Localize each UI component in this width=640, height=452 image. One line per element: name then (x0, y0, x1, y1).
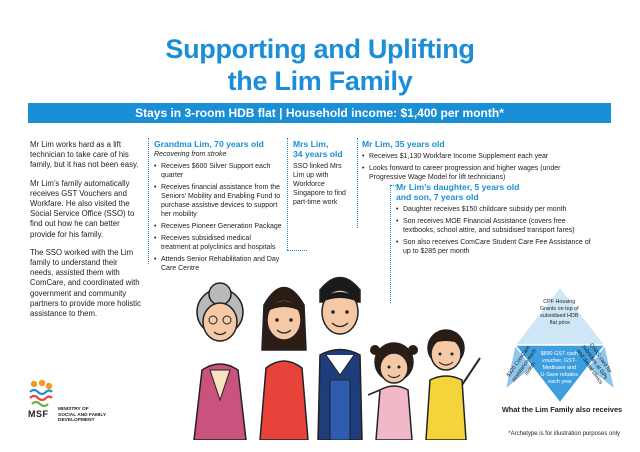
list-item: Son also receives ComCare Student Care F… (396, 238, 596, 256)
grandma-figure (193, 282, 247, 440)
intro-text: Mr Lim works hard as a lift technician t… (30, 140, 142, 327)
connector-children-top (390, 185, 398, 186)
receives-top-4: flat price (550, 320, 570, 326)
receives-top-1: CPF Housing (543, 299, 575, 305)
page-title-line2: the Lim Family (227, 66, 413, 96)
connector-children (390, 185, 391, 303)
msf-name-line3: DEVELOPMENT (58, 418, 95, 423)
intro-paragraph-2: Mr Lim’s family automatically receives G… (30, 178, 135, 239)
divider-mrs-lim (287, 138, 288, 250)
children-column: Mr Lim’s daughter, 5 years old and son, … (396, 182, 596, 259)
list-item: Daughter receives $150 childcare subsidy… (396, 205, 596, 214)
receives-bottom-5: each year (548, 379, 572, 385)
receives-bottom-3: Medisave and (542, 365, 576, 371)
msf-full-name: MINISTRY OF SOCIAL AND FAMILY DEVELOPMEN… (58, 407, 128, 424)
divider-grandma (148, 138, 149, 264)
son-figure (425, 329, 481, 440)
grandma-column: Grandma Lim, 70 years old Recovering fro… (154, 139, 282, 276)
receives-bottom-4: U-Save rebates (541, 372, 579, 378)
list-item: Receives financial assistance from the S… (154, 183, 282, 219)
msf-logo: MSF MINISTRY OF SOCIAL AND FAMILY DEVELO… (28, 378, 138, 428)
receives-top-2: Grants on top of (540, 306, 579, 312)
intro-paragraph-1: Mr Lim works hard as a lift technician t… (30, 140, 139, 170)
receives-triangle: CPF Housing Grants on top of subsidised … (503, 285, 617, 405)
receives-caption: What the Lim Family also receives (501, 405, 623, 414)
household-banner: Stays in 3-room HDB flat | Household inc… (28, 103, 611, 123)
mr-lim-heading: Mr Lim, 35 years old (362, 139, 445, 149)
grandma-list: Receives $600 Silver Support each quarte… (154, 162, 282, 273)
receives-top-3: subsidised HDB (540, 313, 579, 319)
children-heading-1: Mr Lim’s daughter, 5 years old (396, 182, 520, 192)
list-item: Son receives MOE Financial Assistance (c… (396, 217, 596, 235)
list-item: Receives subsidised medical treatment at… (154, 234, 282, 252)
msf-logo-icon (29, 379, 53, 408)
children-list: Daughter receives $150 childcare subsidy… (396, 205, 596, 256)
mrs-lim-figure (259, 286, 309, 440)
connector-mrs-lim (287, 250, 307, 251)
list-item: Looks forward to career progression and … (362, 164, 587, 182)
divider-mr-lim (357, 138, 358, 228)
mrs-lim-heading-2: 34 years old (293, 149, 343, 159)
mrs-lim-text: SSO linked Mrs Lim up with Workforce Sin… (293, 163, 346, 206)
list-item: Receives Pioneer Generation Package (154, 222, 282, 231)
page-title-line1: Supporting and Uplifting (165, 34, 475, 64)
list-item: Attends Senior Rehabilitation and Day Ca… (154, 255, 282, 273)
svg-text:CPF Housing Grants on top: CPF Housing Grants on top of subsidised … (540, 299, 580, 326)
intro-paragraph-3: The SSO worked with the Lim family to un… (30, 247, 141, 319)
mrs-lim-heading-1: Mrs Lim, (293, 139, 329, 149)
mr-lim-column: Mr Lim, 35 years old Receives $1,130 Wor… (362, 139, 587, 185)
grandma-subheading: Recovering from stroke (154, 151, 227, 158)
svg-text:$890 GST cash voucher, GST: $890 GST cash voucher, GST- Medisave and… (541, 351, 580, 385)
receives-bottom-2: voucher, GST- (542, 358, 577, 364)
grandma-heading: Grandma Lim, 70 years old (154, 139, 264, 149)
daughter-figure (367, 342, 418, 440)
mr-lim-figure (317, 276, 363, 440)
mr-lim-list: Receives $1,130 Workfare Income Suppleme… (362, 152, 587, 182)
family-illustration (193, 276, 481, 440)
msf-name-line1: MINISTRY OF (58, 407, 89, 412)
receives-bottom-1: $890 GST cash (541, 351, 578, 357)
msf-name-line2: SOCIAL AND FAMILY (58, 412, 107, 418)
footnote: *Archetype is for illustration purposes … (508, 431, 620, 437)
mrs-lim-column: Mrs Lim, 34 years old SSO linked Mrs Lim… (293, 139, 353, 207)
msf-abbreviation: MSF (28, 409, 49, 419)
children-heading-2: and son, 7 years old (396, 192, 479, 202)
list-item: Receives $1,130 Workfare Income Suppleme… (362, 152, 587, 161)
list-item: Receives $600 Silver Support each quarte… (154, 162, 282, 180)
